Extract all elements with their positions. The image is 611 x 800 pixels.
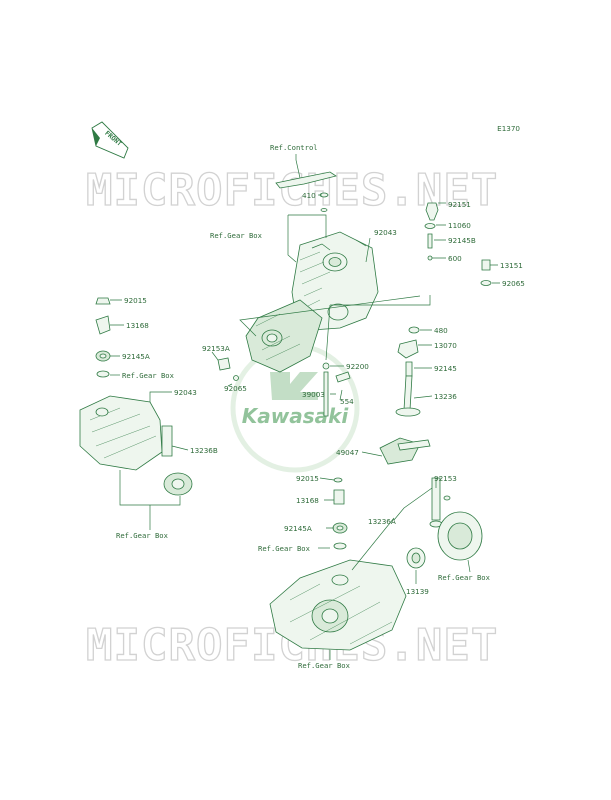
label-39003: 39003 [302,390,325,399]
upper-gear-case [245,231,379,373]
label-ref-gear-box-2: Ref.Gear Box [122,371,175,380]
kawasaki-logo: Kawasaki [230,343,360,473]
label-92065-b: 92065 [224,384,247,393]
label-92153: 92153 [434,474,457,483]
label-13236b: 13236B [190,446,218,455]
label-ref-gear-box-1: Ref.Gear Box [210,231,263,240]
label-92043-b: 92043 [174,388,197,397]
label-554: 554 [340,397,354,406]
right-small-parts [379,202,492,465]
label-92145a-b: 92145A [284,524,312,533]
label-92145b: 92145B [448,236,476,245]
label-92065-a: 92065 [502,279,525,288]
label-92145: 92145 [434,364,457,373]
label-92151: 92151 [448,200,471,209]
label-92015-b: 92015 [296,474,319,483]
center-parts [217,192,351,417]
label-49047: 49047 [336,448,359,457]
label-13139: 13139 [406,587,429,596]
label-ref-gear-box-3: Ref.Gear Box [116,531,169,540]
label-13151: 13151 [500,261,523,270]
part-labels: Ref.Control 410 92151 Ref.Gear Box 92043… [116,143,525,670]
lower-parts [269,477,483,651]
label-480: 480 [434,326,448,335]
label-92043-a: 92043 [374,228,397,237]
label-ref-gear-box-5: Ref.Gear Box [438,573,491,582]
label-ref-gear-box-6: Ref.Gear Box [298,661,351,670]
label-13236a: 13236A [368,517,396,526]
label-410: 410 [302,191,316,200]
label-ref-gear-box-4: Ref.Gear Box [258,544,311,553]
label-13236: 13236 [434,392,457,401]
label-13168-b: 13168 [296,496,319,505]
front-arrow-icon: FRONT [91,121,129,159]
left-parts [79,297,193,496]
label-13168-a: 13168 [126,321,149,330]
label-ref-control: Ref.Control [270,143,318,152]
label-92015-a: 92015 [124,296,147,305]
diagram-code: E1370 [497,124,520,133]
label-600: 600 [448,254,462,263]
label-92153a: 92153A [202,344,230,353]
leader-lines [110,154,500,660]
logo-text: Kawasaki [242,404,350,428]
label-11060: 11060 [448,221,471,230]
label-92145a-a: 92145A [122,352,150,361]
label-13070: 13070 [434,341,457,350]
label-92200: 92200 [346,362,369,371]
